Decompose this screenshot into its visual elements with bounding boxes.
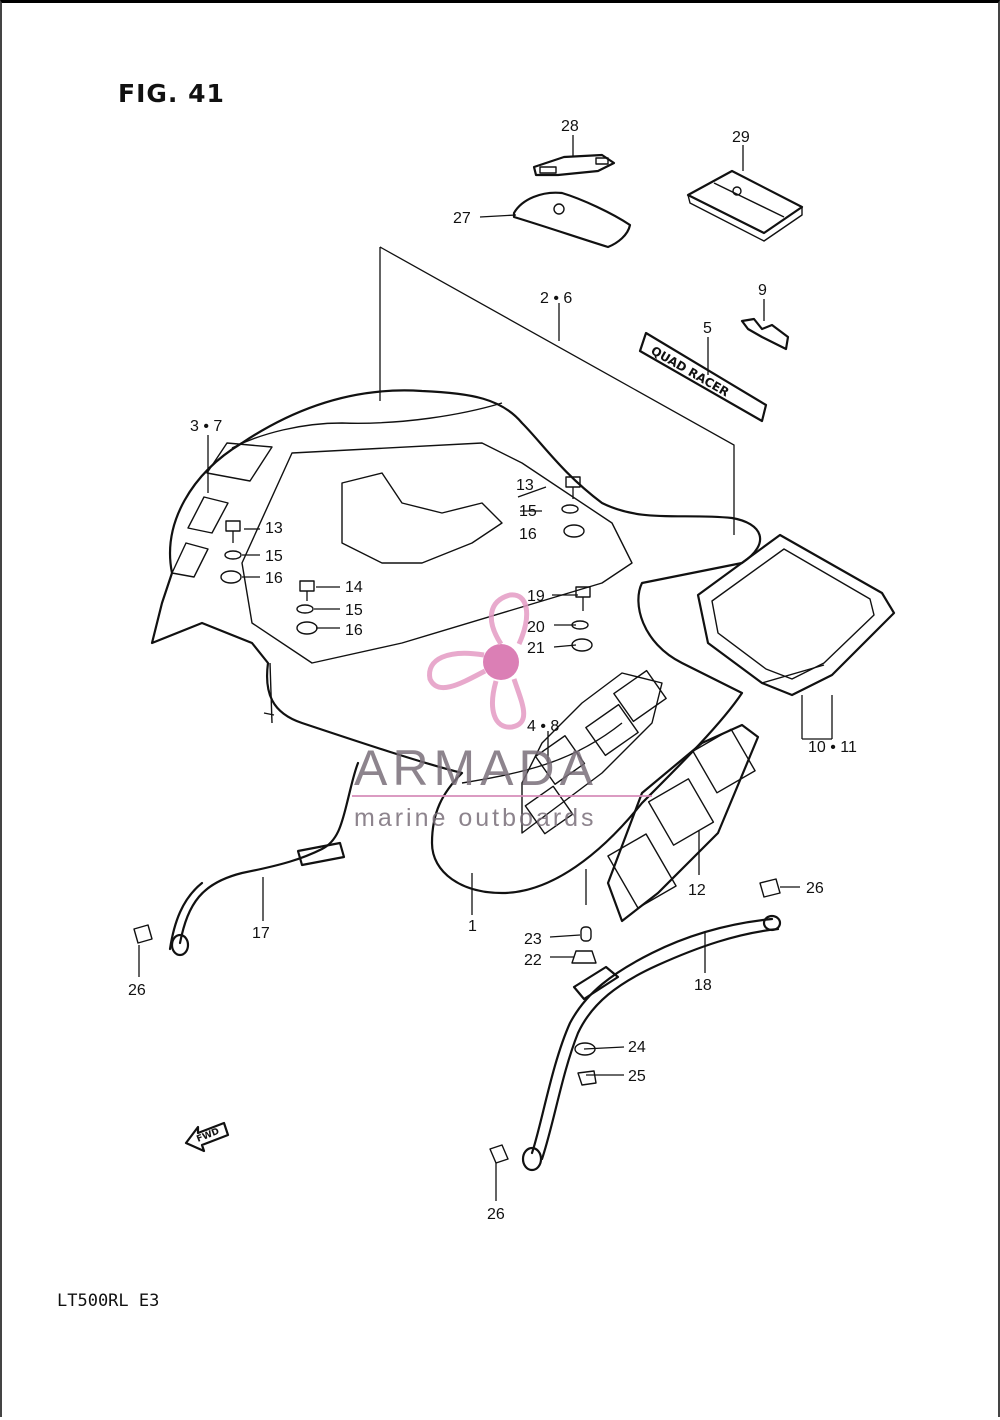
callout-27: 27 — [453, 210, 471, 227]
callout-23: 23 — [524, 931, 542, 948]
part-9 — [740, 317, 790, 351]
callout-13-a: 13 — [516, 477, 534, 494]
part-decal-12 — [606, 723, 760, 923]
part-emblem-5: QUAD RACER — [638, 331, 768, 423]
part-strap-28 — [532, 153, 616, 177]
exploded-parts-diagram: QUAD RACER — [128, 118, 896, 1223]
callout-4-8: 4 • 8 — [527, 718, 559, 735]
callout-15-b: 15 — [265, 548, 283, 565]
callout-25: 25 — [628, 1068, 646, 1085]
leader-lines — [138, 135, 833, 1201]
part-pad-29 — [686, 169, 804, 242]
callout-26-b: 26 — [128, 982, 146, 999]
callout-15-a: 15 — [519, 503, 537, 520]
callout-18: 18 — [694, 977, 712, 994]
callout-10-11: 10 • 11 — [808, 739, 857, 756]
part-fender-1 — [150, 389, 762, 895]
part-stay-17 — [168, 761, 360, 957]
watermark-tagline: marine outboards — [354, 804, 597, 832]
callout-19: 19 — [527, 588, 545, 605]
callout-16-c: 16 — [345, 622, 363, 639]
callout-5: 5 — [703, 320, 712, 337]
part-stay-18 — [521, 914, 782, 1172]
part-frame-10-11 — [696, 533, 896, 697]
armada-watermark: ARMADA marine outboards — [352, 592, 652, 832]
callout-21: 21 — [527, 640, 545, 657]
callout-13-b: 13 — [265, 520, 283, 537]
propeller-logo-icon — [427, 592, 530, 730]
callout-15-c: 15 — [345, 602, 363, 619]
callout-28: 28 — [561, 118, 579, 135]
callout-29: 29 — [732, 129, 750, 146]
callout-12: 12 — [688, 882, 706, 899]
callout-17: 17 — [252, 925, 270, 942]
model-code: LT500RL E3 — [57, 1291, 160, 1311]
callout-16-a: 16 — [519, 526, 537, 543]
callout-26-c: 26 — [487, 1206, 505, 1223]
callout-3-7: 3 • 7 — [190, 418, 222, 435]
emblem-lettering: QUAD RACER — [649, 343, 732, 399]
forward-arrow-icon: FWD — [184, 1121, 230, 1153]
callout-1: 1 — [468, 918, 477, 935]
callout-24: 24 — [628, 1039, 646, 1056]
callout-9: 9 — [758, 282, 767, 299]
callout-14: 14 — [345, 579, 363, 596]
callout-2-6: 2 • 6 — [540, 290, 572, 307]
watermark-brand: ARMADA — [354, 740, 598, 796]
callout-22: 22 — [524, 952, 542, 969]
callout-16-b: 16 — [265, 570, 283, 587]
callout-labels: 28 29 27 2 • 6 9 5 3 • 7 13 15 16 13 15 … — [128, 118, 857, 1223]
callout-26-a: 26 — [806, 880, 824, 897]
figure-title: FIG. 41 — [118, 79, 225, 108]
callout-20: 20 — [527, 619, 545, 636]
part-cover-27 — [512, 191, 632, 249]
